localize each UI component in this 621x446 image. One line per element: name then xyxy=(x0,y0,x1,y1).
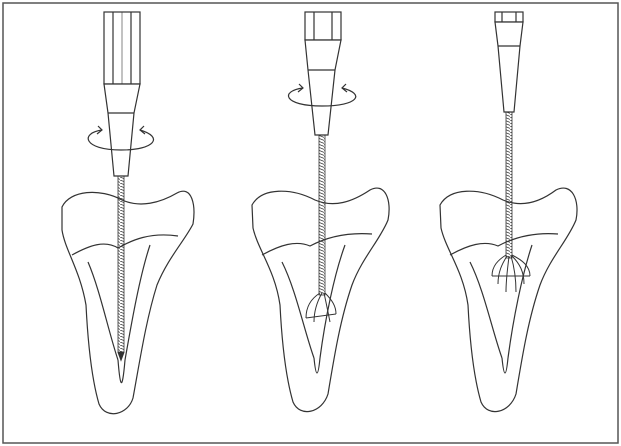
handpiece-nose-1 xyxy=(104,84,140,176)
handpiece-shaft-3 xyxy=(495,12,523,22)
file-3 xyxy=(506,112,512,258)
panel-1 xyxy=(62,12,194,414)
tooth-outline-1 xyxy=(62,191,194,414)
file-1 xyxy=(118,176,124,352)
file-2 xyxy=(319,135,325,295)
handpiece-shaft-2 xyxy=(305,12,341,40)
handpiece-nose-2 xyxy=(305,40,341,135)
panel-3 xyxy=(440,12,577,412)
handpiece-nose-3 xyxy=(495,22,523,112)
panel-2 xyxy=(252,12,389,412)
